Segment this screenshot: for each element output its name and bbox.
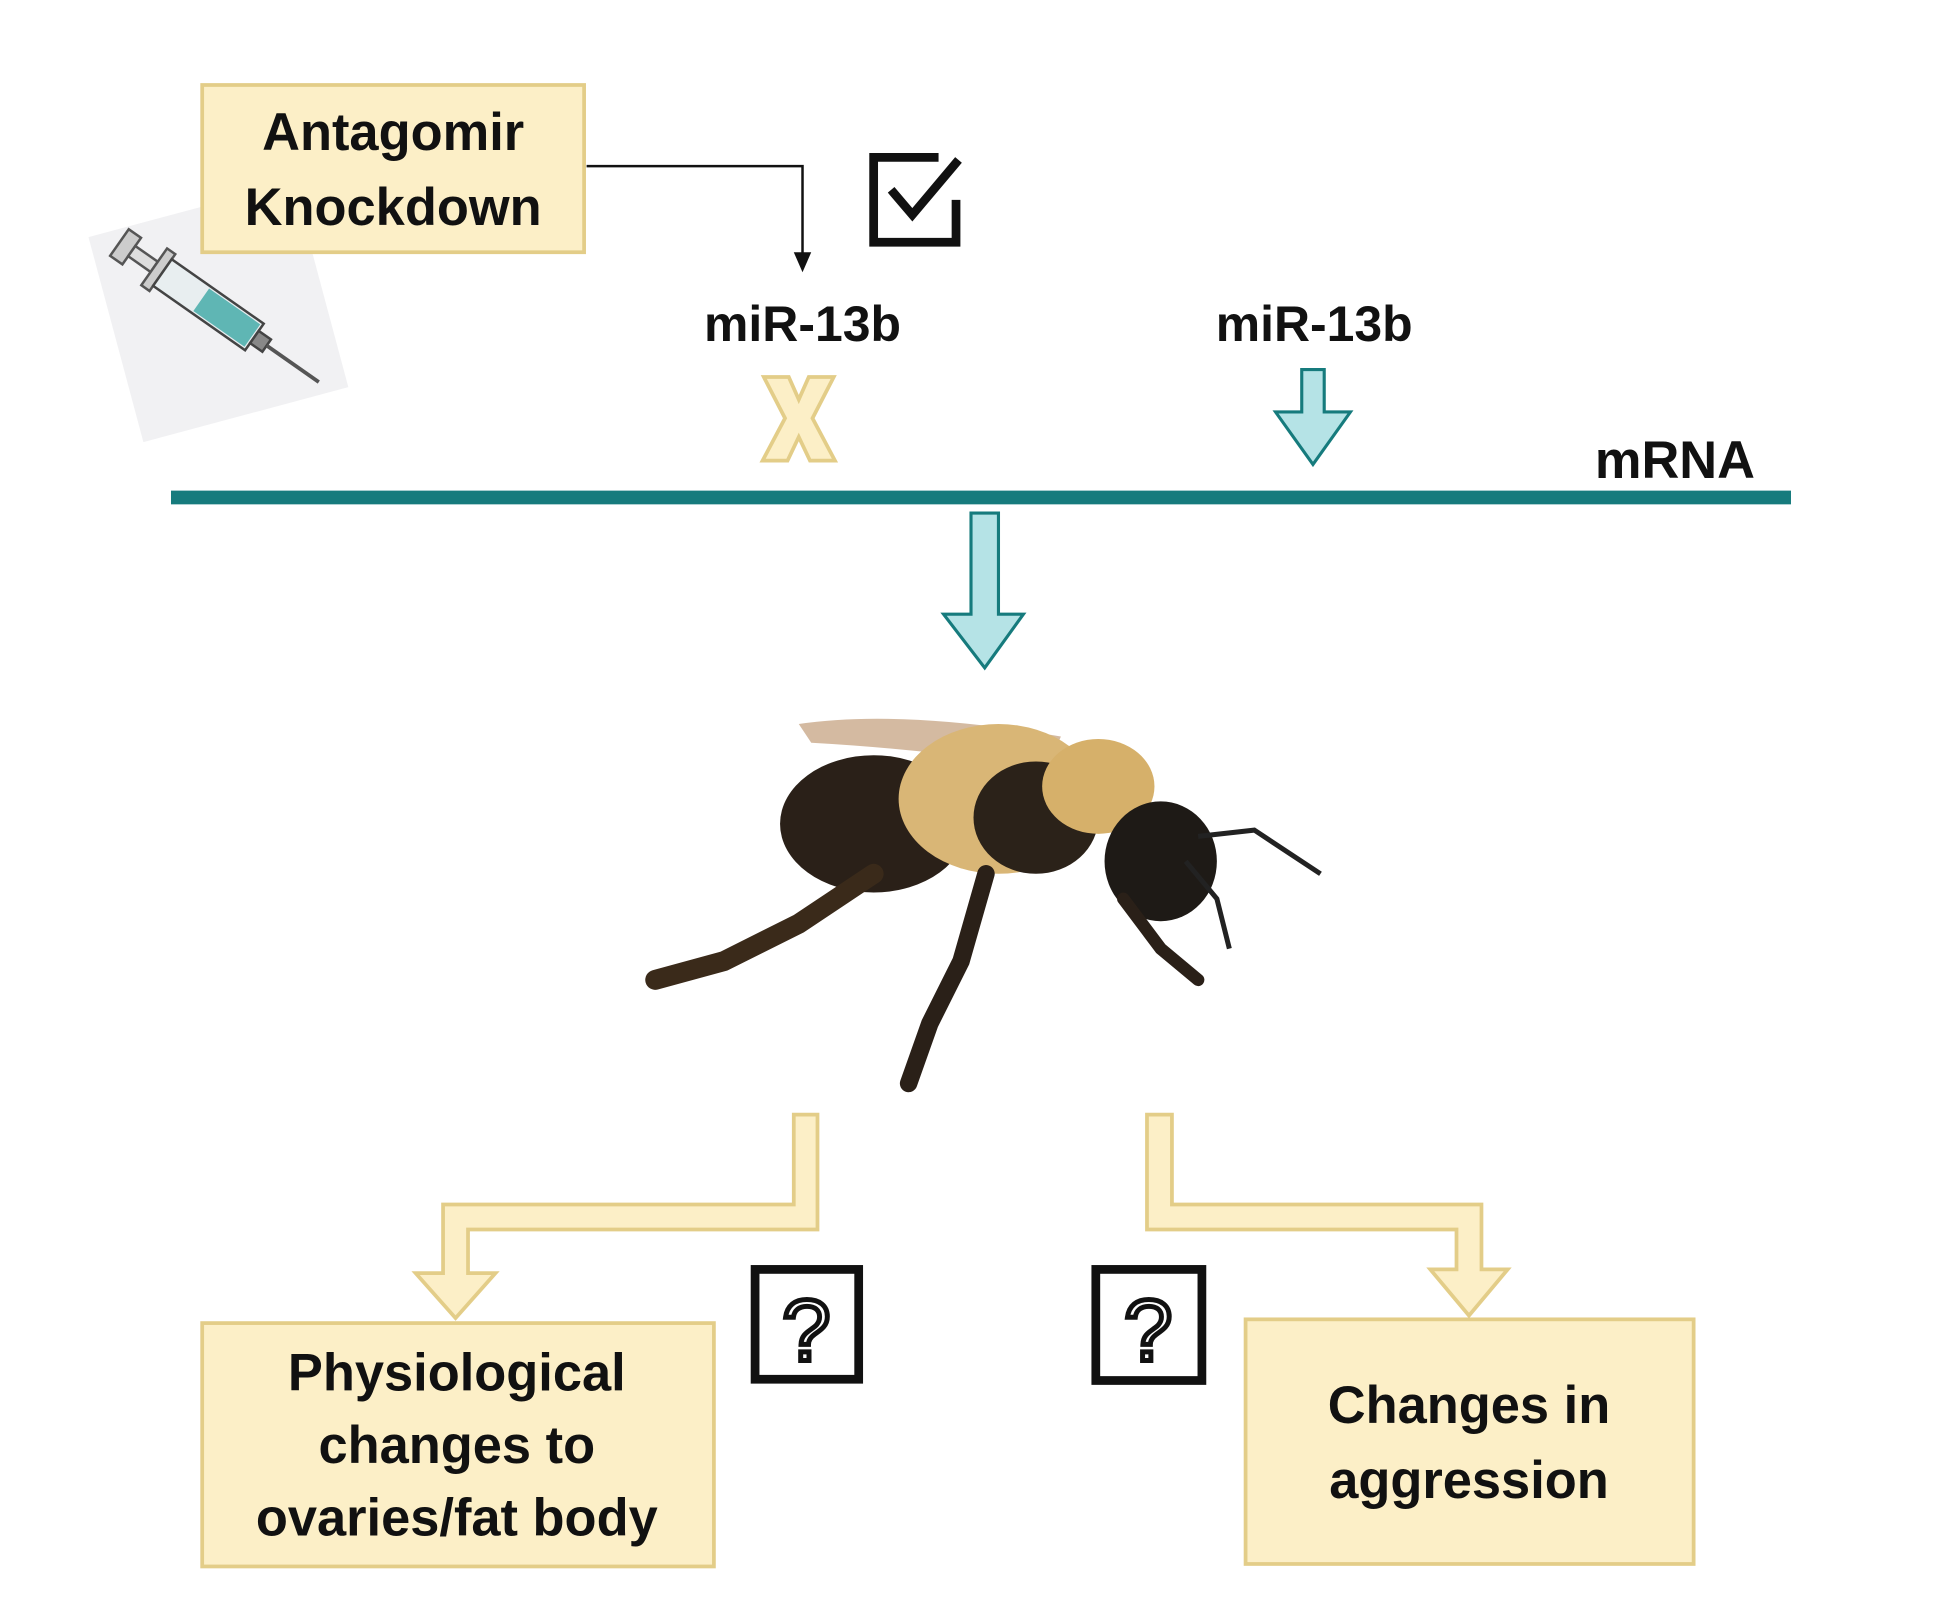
outcome-right-line2: aggression xyxy=(1329,1452,1609,1510)
bee-image xyxy=(645,718,1322,1093)
outcome-box-aggression: Changes in aggression xyxy=(1243,1317,1696,1566)
outcome-left-line3: ovaries/fat body xyxy=(256,1489,658,1547)
down-arrow-icon xyxy=(940,511,1027,671)
treatment-line1: Antagomir xyxy=(262,104,524,162)
down-arrow-icon xyxy=(1272,367,1354,468)
checkbox-checked-icon xyxy=(869,153,962,247)
treatment-line2: Knockdown xyxy=(245,179,542,237)
svg-text:?: ? xyxy=(782,1282,831,1380)
outcome-left-line1: Physiological xyxy=(288,1344,626,1402)
mirna-label-right: miR-13b xyxy=(1216,296,1413,352)
outcome-box-physiological: Physiological changes to ovaries/fat bod… xyxy=(200,1321,716,1569)
branch-arrow-right xyxy=(1145,1112,1512,1319)
antagomir-knockdown-box: Antagomir Knockdown xyxy=(200,83,586,255)
svg-text:?: ? xyxy=(1124,1282,1173,1380)
outcome-left-line2: changes to xyxy=(318,1417,595,1475)
connector-arrow xyxy=(586,164,812,273)
mirna-label-left: miR-13b xyxy=(704,296,901,352)
question-box-icon: ? xyxy=(750,1265,864,1384)
mrna-strand-line xyxy=(170,490,1791,505)
branch-arrow-left xyxy=(411,1112,820,1321)
x-mark-icon xyxy=(759,375,839,463)
mrna-label: mRNA xyxy=(1595,432,1755,490)
outcome-right-line1: Changes in xyxy=(1328,1377,1610,1435)
question-box-icon: ? xyxy=(1091,1265,1207,1385)
